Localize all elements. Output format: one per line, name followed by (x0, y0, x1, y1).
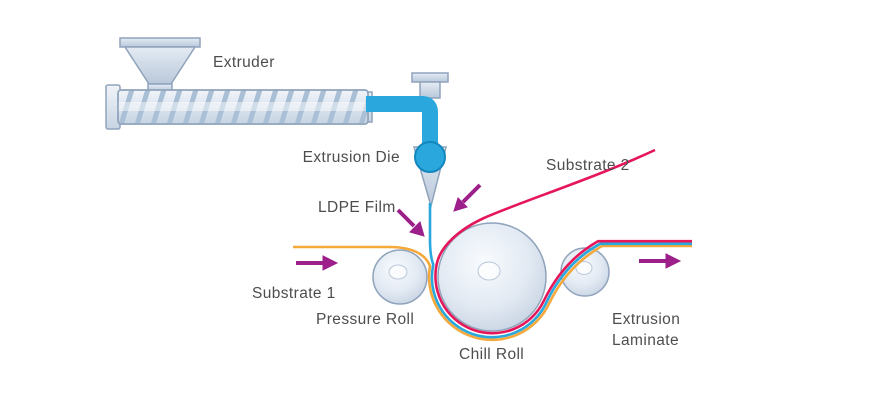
label-substrate-1: Substrate 1 (252, 285, 336, 302)
chill-roll-hub (477, 261, 501, 281)
rolls (372, 222, 610, 332)
extruder-unit (105, 37, 373, 130)
extruder-screw (118, 90, 368, 124)
label-chill-roll: Chill Roll (459, 346, 524, 363)
label-extrusion-laminate-line2: Laminate (612, 332, 679, 349)
label-extrusion-die: Extrusion Die (303, 149, 400, 166)
laminate-flow-arrow (639, 253, 682, 269)
die-top-fitting (411, 72, 449, 99)
melt-pipe (366, 96, 438, 150)
label-extrusion-laminate-line1: Extrusion (612, 311, 680, 328)
chill-roll (437, 222, 547, 332)
substrate2-flow-arrow (453, 183, 482, 212)
label-extruder: Extruder (213, 54, 275, 71)
labels: Extruder Extrusion Die LDPE Film Substra… (213, 54, 680, 363)
ldpe-film-line (428, 203, 692, 339)
web-lines (293, 148, 692, 342)
substrate2-line (434, 148, 692, 335)
extruder-barrel (105, 84, 373, 130)
pressure-roll-hub (388, 264, 408, 280)
label-pressure-roll: Pressure Roll (316, 311, 414, 328)
substrate1-flow-arrow (296, 255, 339, 271)
extruder-hopper (119, 37, 201, 93)
label-ldpe-film: LDPE Film (318, 199, 396, 216)
substrate1-line (293, 244, 692, 342)
ldpe-flow-arrow (396, 208, 425, 237)
label-substrate-2: Substrate 2 (546, 157, 630, 174)
flow-arrows (296, 183, 682, 271)
pressure-roll (372, 249, 428, 305)
idler-roll-hub (575, 261, 593, 275)
die-assembly (366, 72, 449, 209)
die-valve-body (414, 141, 446, 173)
